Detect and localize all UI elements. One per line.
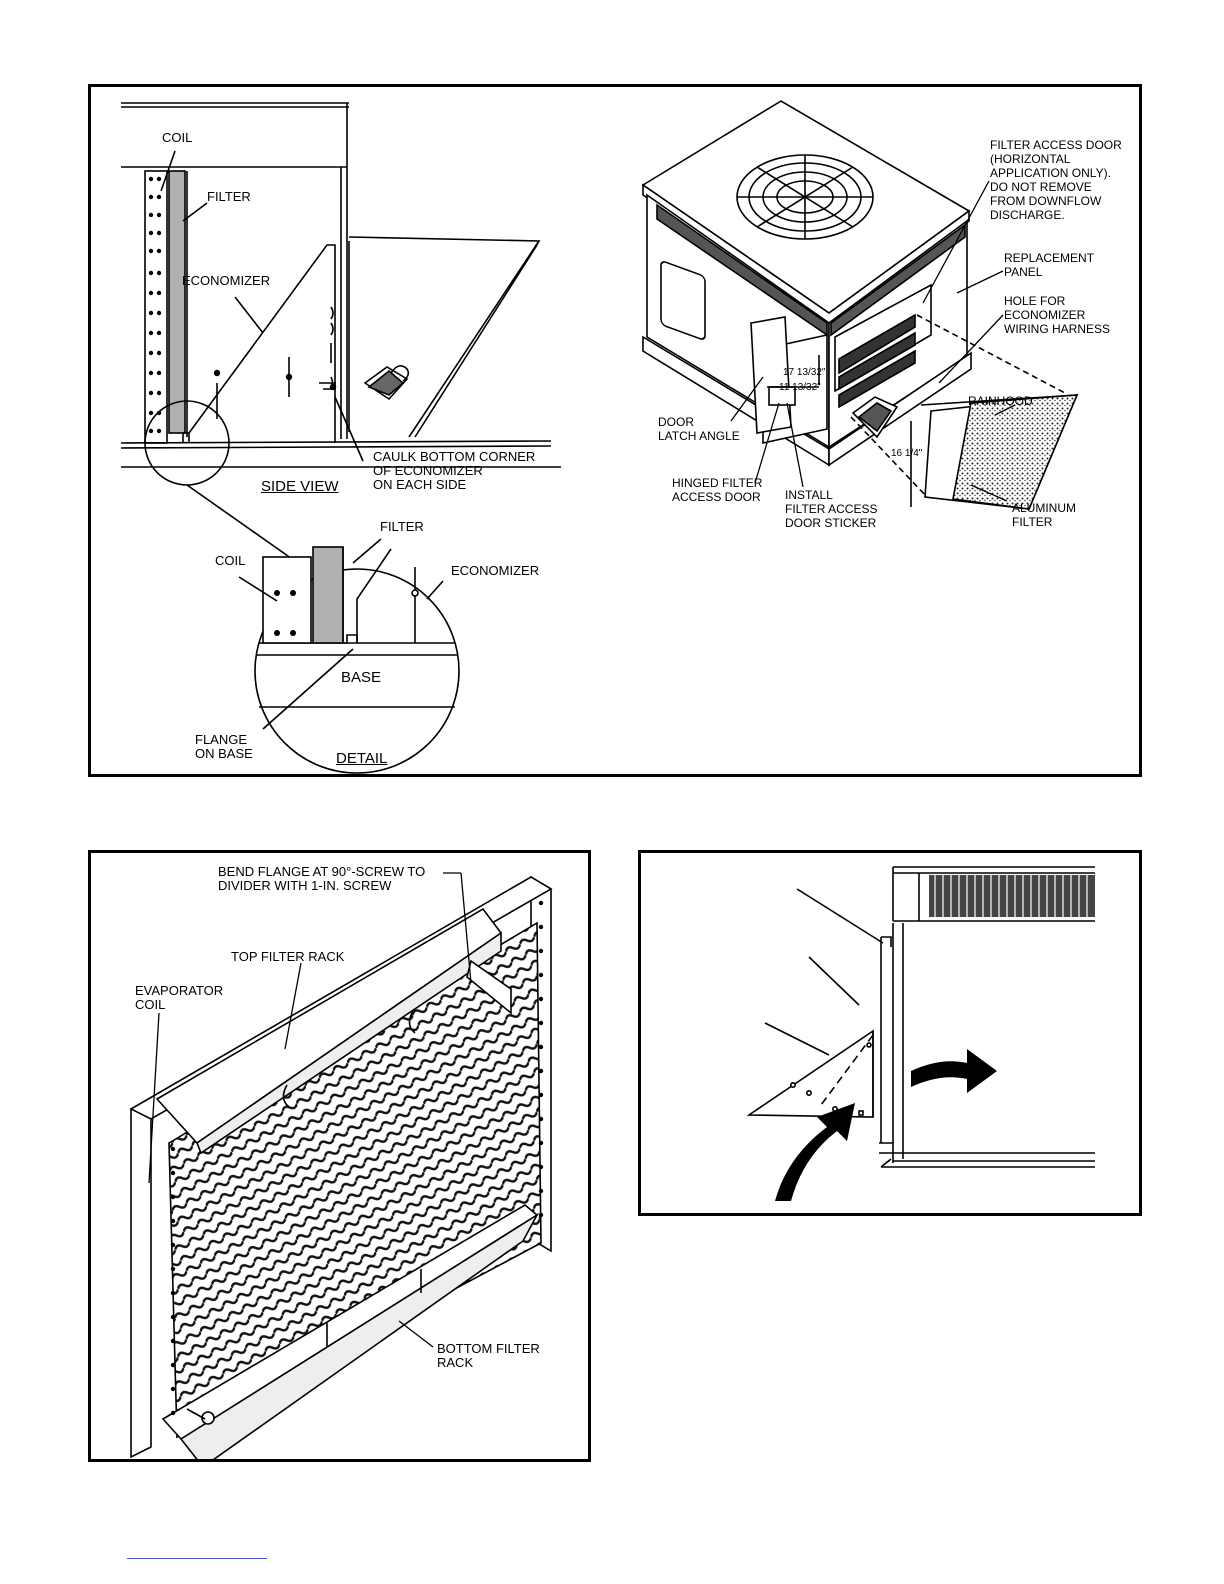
label-filter-access-door: FILTER ACCESS DOOR (HORIZONTAL APPLICATI… [990, 138, 1122, 222]
label-coil-detail: COIL [215, 553, 246, 568]
label-bend-flange: BEND FLANGE AT 90°-SCREW TO DIVIDER WITH… [218, 864, 426, 893]
rooftop-unit-drawing [641, 100, 1079, 510]
dimension-16: 16 1/4" [891, 448, 923, 459]
filter-rack-lines [129, 875, 553, 1459]
louver-slats [934, 875, 1088, 917]
label-economizer-detail: ECONOMIZER [451, 563, 540, 578]
label-flange-on-base: FLANGE ON BASE [195, 732, 253, 761]
label-economizer-top: ECONOMIZER [182, 273, 271, 288]
dimension-17: 17 13/32" [783, 367, 826, 378]
outdoor-air-arrow [775, 1103, 855, 1201]
label-base: BASE [341, 669, 382, 686]
exhaust-air-arrow [911, 1049, 997, 1093]
label-side-view: SIDE VIEW [261, 478, 339, 495]
label-evaporator-coil: EVAPORATOR COIL [135, 983, 224, 1012]
filter-rack-drawing [129, 872, 553, 1459]
figure-economizer-airflow-panel [638, 850, 1142, 1216]
figure-economizer-installation-panel: COIL FILTER ECONOMIZER CAULK BOTTOM CORN… [88, 84, 1142, 777]
label-replacement-panel: REPLACEMENT PANEL [1004, 251, 1095, 279]
label-install-sticker: INSTALL FILTER ACCESS DOOR STICKER [785, 488, 878, 530]
label-coil-top: COIL [162, 130, 193, 145]
footer-rule [127, 1558, 267, 1559]
filter-rack-leaders [148, 872, 472, 1348]
label-caulk-note: CAULK BOTTOM CORNER OF ECONOMIZER ON EAC… [373, 449, 536, 492]
label-hole-for-harness: HOLE FOR ECONOMIZER WIRING HARNESS [1004, 294, 1111, 336]
label-hinged-filter-door: HINGED FILTER ACCESS DOOR [672, 476, 763, 504]
dimension-11: 11 13/32" [779, 382, 821, 393]
label-rainhood: RAINHOOD [968, 394, 1033, 408]
label-filter-top: FILTER [207, 189, 251, 204]
label-detail: DETAIL [336, 750, 388, 767]
coil-fin-dots [148, 176, 296, 636]
label-door-latch-angle: DOOR LATCH ANGLE [658, 415, 740, 443]
label-filter-detail: FILTER [380, 519, 424, 534]
label-top-filter-rack: TOP FILTER RACK [231, 949, 345, 964]
economizer-airflow-drawing [746, 866, 1095, 1201]
rooftop-unit-leaders [730, 180, 1016, 502]
airflow-lines [746, 866, 1095, 1168]
economizer-installation-drawing [120, 100, 1079, 774]
label-bottom-filter-rack: BOTTOM FILTER RACK [437, 1341, 540, 1370]
evaporator-coil-dots [170, 900, 544, 1416]
figure-filter-rack-panel: BEND FLANGE AT 90°-SCREW TO DIVIDER WITH… [88, 850, 591, 1462]
label-aluminum-filter: ALUMINUM FILTER [1012, 501, 1077, 529]
